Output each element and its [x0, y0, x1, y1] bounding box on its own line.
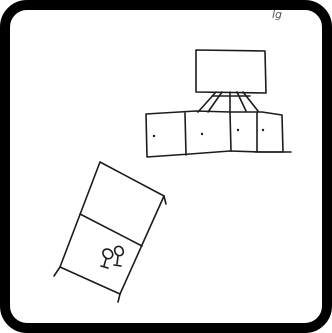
corner-mark: lg — [272, 8, 282, 21]
dresser-knob — [262, 129, 264, 131]
card-border — [5, 5, 327, 328]
dresser-knob — [153, 135, 155, 137]
dresser-knob — [237, 129, 239, 131]
dresser-knob — [201, 133, 203, 135]
